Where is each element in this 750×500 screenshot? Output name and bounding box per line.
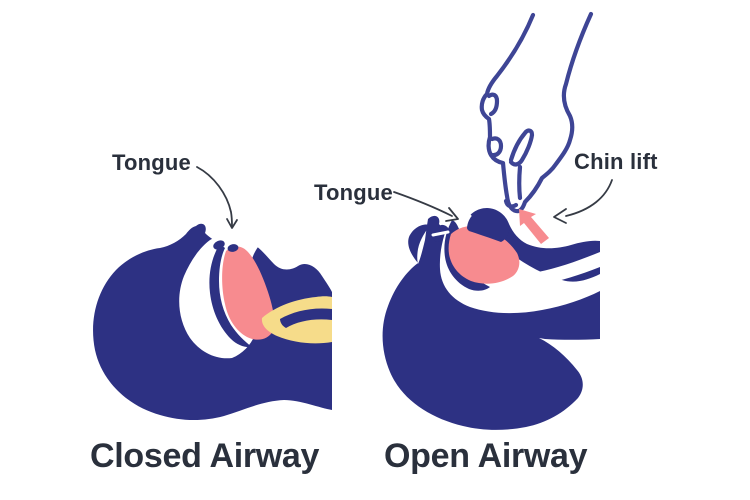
lift-direction-arrow (519, 209, 549, 244)
airway-stripe (537, 252, 600, 285)
hand-outline (479, 11, 594, 214)
caption-open-airway: Open Airway (384, 437, 588, 475)
closed-jaw-wedge (209, 246, 252, 348)
caption-closed-airway: Closed Airway (90, 437, 320, 475)
tongue-label-closed: Tongue (112, 150, 191, 175)
palate-slit (280, 308, 332, 328)
open-airway-figure (382, 208, 600, 430)
tongue-pointer-closed (196, 166, 233, 227)
chin-bump (467, 209, 510, 242)
hand-fill (481, 14, 591, 212)
chin-lift-hand (479, 11, 594, 214)
closed-tongue-shape (222, 246, 275, 340)
closed-airway-figure (93, 223, 333, 421)
thumb-curl-line (486, 92, 500, 117)
tongue-label-open: Tongue (314, 180, 393, 205)
knuckle-line (508, 128, 535, 167)
fingernail-line (503, 198, 519, 209)
thumb-tip-line (489, 136, 504, 158)
chin-lift-pointer (565, 179, 613, 217)
open-head-silhouette (382, 208, 600, 430)
nose-lip-gap (431, 230, 450, 237)
closed-lower-lip (227, 244, 239, 252)
closed-upper-lip (213, 240, 225, 250)
annotation-arrows (196, 166, 613, 229)
tongue-pointer-open (393, 191, 453, 217)
tongue-pointer-closed-head (226, 218, 238, 229)
index-finger-line (517, 164, 523, 201)
chin-lift-label: Chin lift (574, 149, 658, 174)
tongue-pointer-open-head (445, 207, 459, 222)
chin-lift-pointer-head (553, 208, 567, 224)
